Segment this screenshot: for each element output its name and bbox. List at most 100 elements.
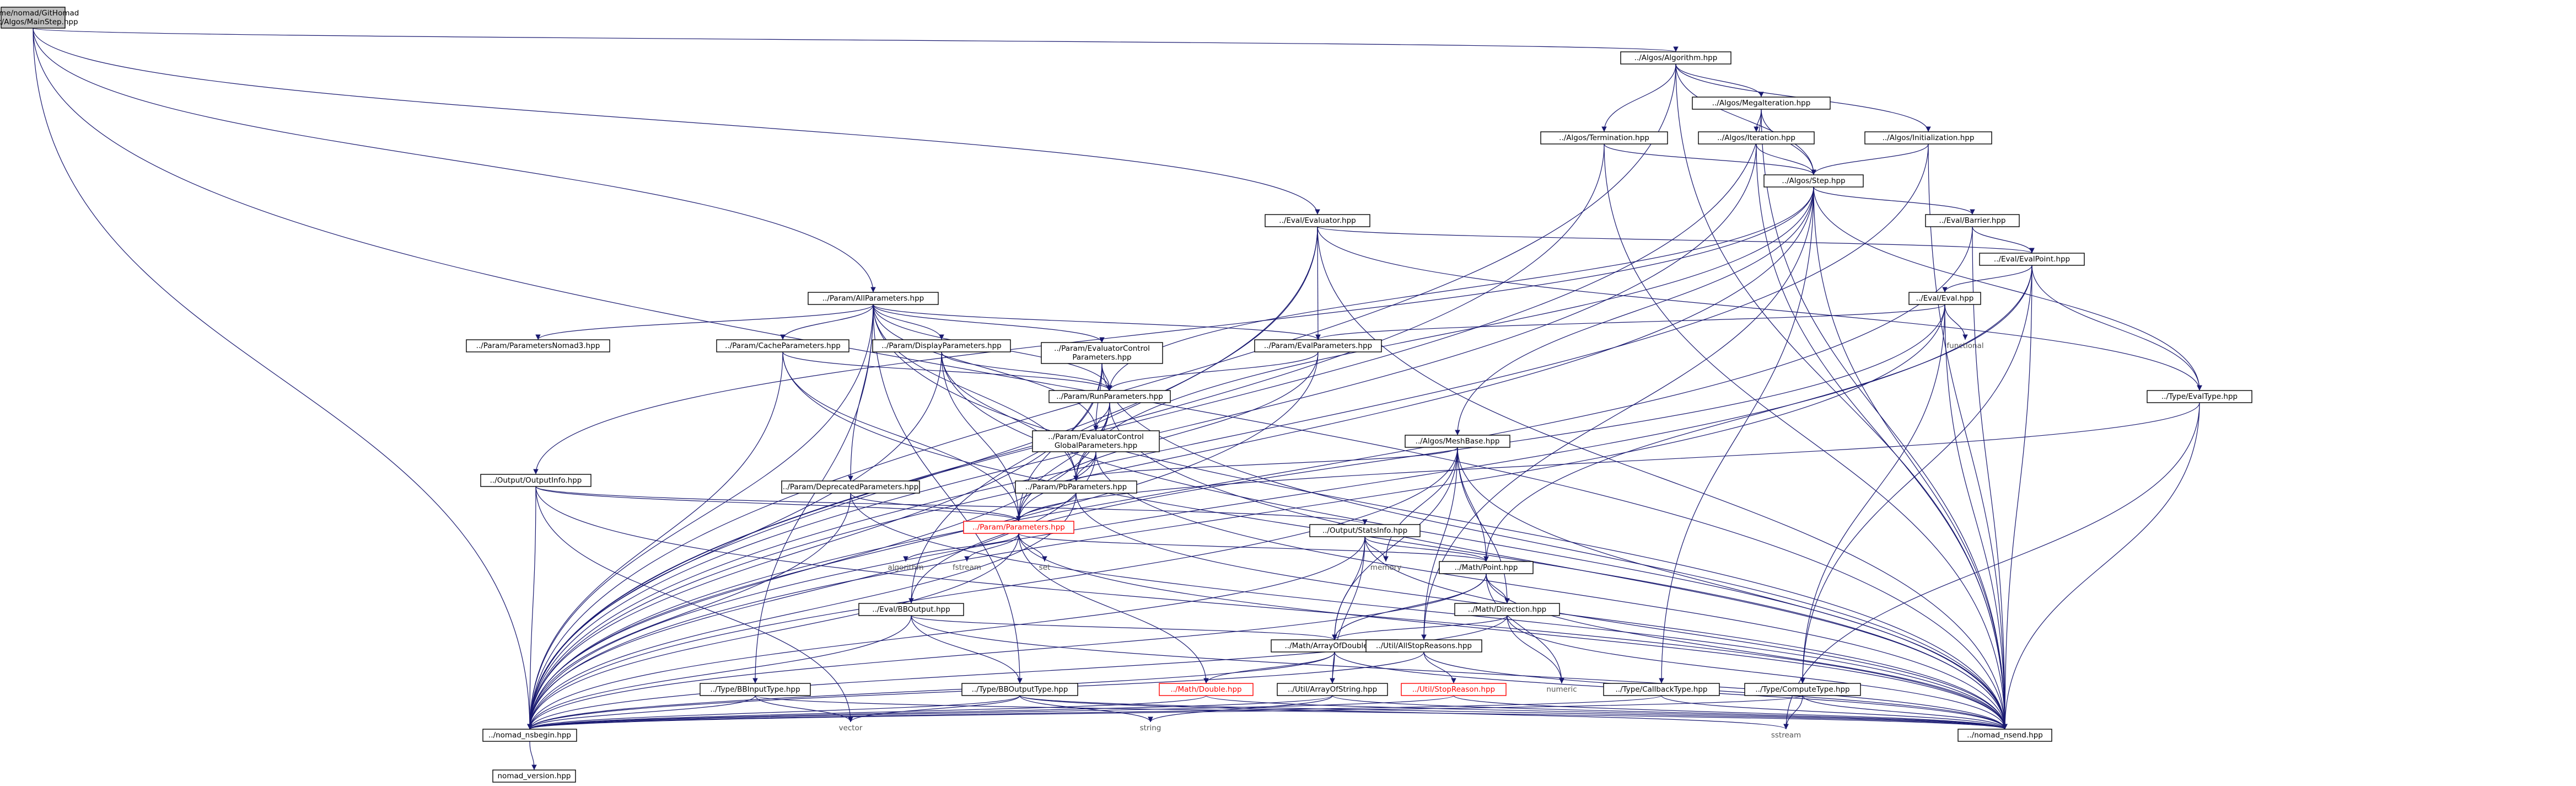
node-label: ../Algos/Step.hpp [1782, 177, 1845, 185]
edge-direction-to-nsbegin [527, 615, 1508, 730]
node-set: set [1039, 563, 1051, 572]
edge-bboutput-to-nsend [911, 615, 2008, 730]
edge-allparams-to-evalctrlparams [873, 304, 1105, 343]
node-box [1603, 683, 1720, 696]
node-pbparams[interactable]: ../Param/PbParameters.hpp [1015, 480, 1137, 494]
edge-megaiteration-to-nsbegin [527, 109, 1762, 730]
edge-evaltype-to-nsend [2002, 402, 2200, 730]
edge-bbinputtype-to-nsbegin [527, 695, 756, 730]
node-deprecated[interactable]: ../Param/DeprecatedParameters.hpp [781, 480, 920, 494]
node-allstopreasons[interactable]: ../Util/AllStopReasons.hpp [1365, 639, 1482, 653]
edge-step-to-nsbegin [527, 186, 1814, 730]
node-iteration[interactable]: ../Algos/Iteration.hpp [1698, 131, 1815, 145]
node-bboutputtype[interactable]: ../Type/BBOutputType.hpp [961, 683, 1078, 696]
node-label: ../Param/PbParameters.hpp [1025, 483, 1127, 491]
node-bboutput[interactable]: ../Eval/BBOutput.hpp [858, 603, 964, 616]
node-evalctrlglobal[interactable]: ../Param/EvaluatorControlGlobalParameter… [1032, 430, 1160, 452]
node-algorithm_h: algorithm [888, 563, 923, 572]
node-point[interactable]: ../Math/Point.hpp [1439, 561, 1534, 574]
edge-barrier-to-nsend [1972, 226, 2008, 730]
edge-allparams-to-cacheparams [780, 304, 874, 340]
edge-megaiteration-to-nsend [1761, 109, 2008, 730]
edge-bbinputtype-to-vector [755, 695, 853, 723]
node-callbacktype[interactable]: ../Type/CallbackType.hpp [1603, 683, 1720, 696]
node-computetype[interactable]: ../Type/ComputeType.hpp [1744, 683, 1861, 696]
edge-point-to-nsend [1486, 573, 2008, 730]
edge-step-to-pbparams [1073, 186, 1814, 482]
node-statsinfo[interactable]: ../Output/StatsInfo.hpp [1309, 524, 1421, 537]
node-termination[interactable]: ../Algos/Termination.hpp [1540, 131, 1668, 145]
edge-computetype-to-nsend [1802, 695, 2008, 730]
node-nomad3params[interactable]: ../Param/ParametersNomad3.hpp [466, 339, 610, 352]
node-displayparams[interactable]: ../Param/DisplayParameters.hpp [872, 339, 1011, 352]
node-box [466, 339, 610, 352]
node-stopreason[interactable]: ../Util/StopReason.hpp [1401, 683, 1507, 696]
node-box [2147, 390, 2252, 403]
edge-allstopreasons-to-stopreason [1423, 651, 1456, 684]
edge-computetype-to-nsbegin [527, 695, 1803, 730]
node-box [1698, 131, 1815, 145]
node-arrayofstring[interactable]: ../Util/ArrayOfString.hpp [1277, 683, 1388, 696]
edge-runparams-to-nsend [1109, 402, 2008, 730]
node-label: ../Type/EvalType.hpp [2161, 392, 2238, 401]
edge-evaltype-to-sstream [1783, 402, 2200, 730]
node-evaluator[interactable]: ../Eval/Evaluator.hpp [1265, 214, 1370, 227]
node-box [1439, 561, 1534, 574]
edge-step-to-nsend [1813, 186, 2008, 730]
edge-allparams-to-nsbegin [527, 304, 874, 730]
edge-computetype-to-sstream [1783, 695, 1803, 730]
node-box [1620, 51, 1731, 65]
node-label: ../Param/DeprecatedParameters.hpp [783, 483, 918, 491]
node-parameters[interactable]: ../Param/Parameters.hpp [963, 521, 1074, 534]
node-label: functional [1946, 341, 1983, 350]
node-double[interactable]: ../Math/Double.hpp [1159, 683, 1254, 696]
node-box [1979, 253, 2085, 266]
node-label: numeric [1546, 685, 1577, 694]
edge-step-to-runparams [1107, 186, 1814, 391]
node-initialization[interactable]: ../Algos/Initialization.hpp [1864, 131, 1992, 145]
node-cacheparams[interactable]: ../Param/CacheParameters.hpp [716, 339, 849, 352]
node-eval[interactable]: ../Eval/Eval.hpp [1908, 292, 1981, 305]
edge-evalpoint-to-nsend [2002, 265, 2032, 730]
edge-bboutputtype-to-vector [848, 695, 1020, 723]
node-step[interactable]: ../Algos/Step.hpp [1763, 174, 1864, 188]
node-root[interactable]: /home/nomad/GitHomad/src/Algos/MainStep.… [0, 7, 79, 29]
node-algorithm[interactable]: ../Algos/Algorithm.hpp [1620, 51, 1731, 65]
edge-evaluator-to-bboutput [908, 226, 1318, 604]
node-label: fstream [953, 563, 981, 572]
edge-evalctrlparams-to-nsbegin [527, 363, 1103, 730]
node-megaiteration[interactable]: ../Algos/MegaIteration.hpp [1692, 97, 1831, 110]
edge-termination-to-step [1604, 143, 1816, 175]
node-runparams[interactable]: ../Param/RunParameters.hpp [1048, 390, 1171, 403]
node-bbinputtype[interactable]: ../Type/BBInputType.hpp [700, 683, 811, 696]
node-nsend[interactable]: ../nomad_nsend.hpp [1957, 729, 2052, 742]
node-label: ../Math/ArrayOfDouble.hpp [1284, 641, 1384, 650]
edge-point-to-nsbegin [527, 573, 1487, 730]
node-box [1864, 131, 1992, 145]
node-box [1, 7, 66, 29]
edge-evaluator-to-evaltype [1317, 226, 2202, 391]
node-label: ../Param/AllParameters.hpp [822, 294, 924, 303]
node-label: sstream [1771, 731, 1801, 740]
edge-parameters-to-double [1018, 533, 1209, 684]
node-meshbase[interactable]: ../Algos/MeshBase.hpp [1405, 435, 1510, 448]
edge-point-to-numeric [1486, 573, 1564, 684]
edge-deprecated-to-nsbegin [527, 493, 851, 730]
node-box [1159, 683, 1254, 696]
node-outputinfo[interactable]: ../Output/OutputInfo.hpp [480, 474, 591, 487]
edge-outputinfo-to-vector [535, 486, 853, 723]
node-direction[interactable]: ../Math/Direction.hpp [1454, 603, 1560, 616]
node-version[interactable]: nomad_version.hpp [492, 769, 576, 783]
node-allparams[interactable]: ../Param/AllParameters.hpp [808, 292, 939, 305]
edge-direction-to-nsend [1507, 615, 2008, 730]
node-evalpoint[interactable]: ../Eval/EvalPoint.hpp [1979, 253, 2085, 266]
node-barrier[interactable]: ../Eval/Barrier.hpp [1925, 214, 2020, 227]
edge-step-to-barrier [1813, 186, 1975, 215]
node-evaltype[interactable]: ../Type/EvalType.hpp [2147, 390, 2252, 403]
edge-initialization-to-nsend [1928, 143, 2008, 730]
edge-eval-to-functional [1944, 304, 1968, 340]
node-nsbegin[interactable]: ../nomad_nsbegin.hpp [482, 729, 577, 742]
node-evalparams[interactable]: ../Param/EvalParameters.hpp [1254, 339, 1382, 352]
edge-displayparams-to-pbparams [941, 351, 1079, 482]
